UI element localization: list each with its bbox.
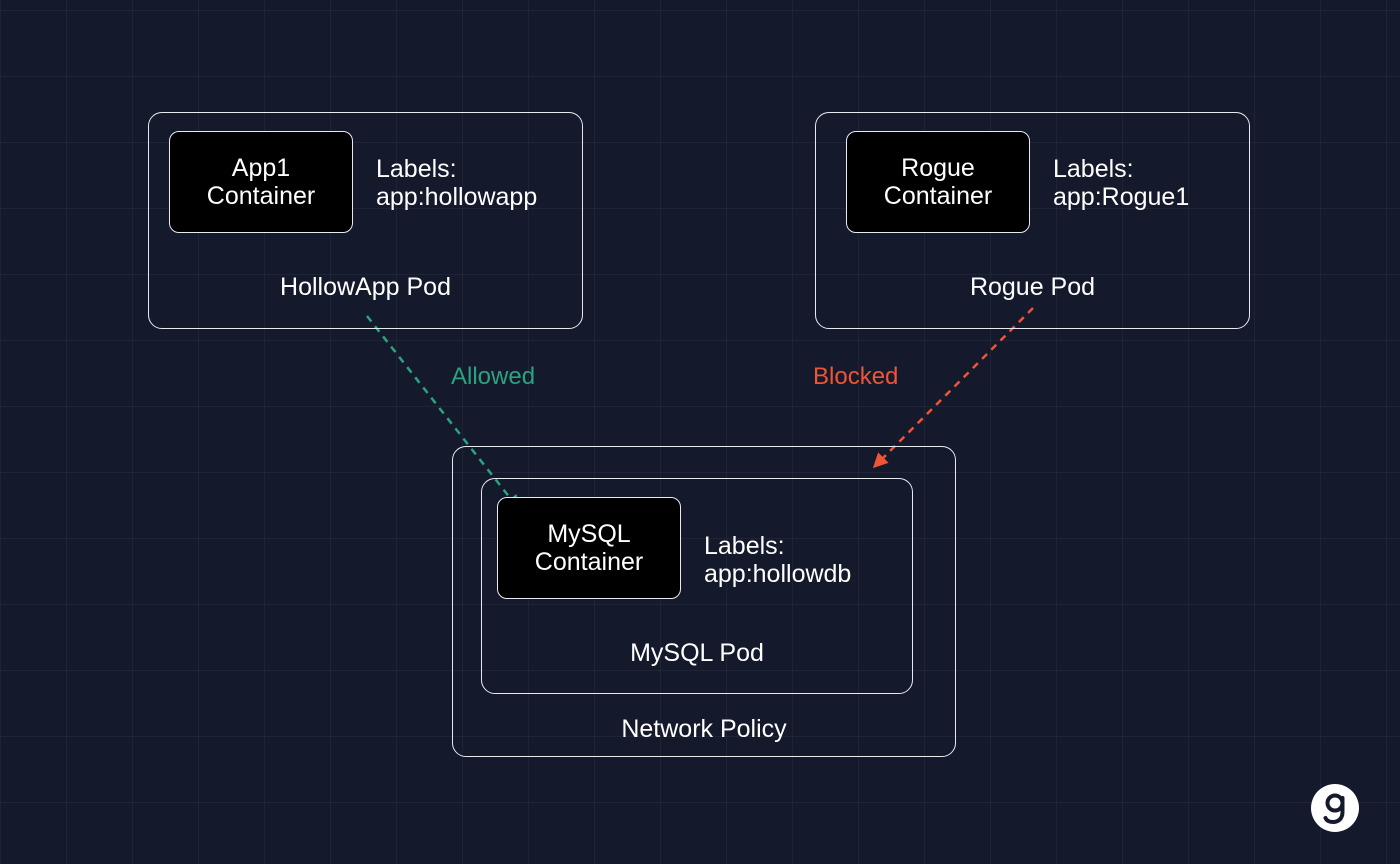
g-logo-icon (1311, 784, 1359, 832)
mysql-container: MySQL Container (497, 497, 681, 599)
mysql-container-line2: Container (534, 548, 644, 576)
g-glyph-icon (1323, 793, 1345, 825)
app1-container-line2: Container (206, 182, 316, 210)
rogue-labels: Labels: app:Rogue1 (1053, 155, 1189, 211)
mysql-container-line1: MySQL (547, 520, 631, 548)
allowed-arrow (366, 315, 520, 511)
hollowapp-pod (148, 112, 583, 329)
blocked-arrow (872, 307, 1034, 469)
blocked-label: Blocked (813, 363, 899, 390)
rogue-pod-caption: Rogue Pod (969, 273, 1096, 301)
app1-container: App1 Container (169, 131, 353, 233)
hollowapp-labels: Labels: app:hollowapp (376, 155, 537, 211)
network-policy-caption: Network Policy (621, 715, 787, 743)
rogue-labels-value: app:Rogue1 (1053, 183, 1190, 211)
rogue-container-line2: Container (883, 182, 993, 210)
mysql-labels: Labels: app:hollowdb (704, 532, 851, 588)
hollowapp-pod-caption: HollowApp Pod (280, 273, 451, 301)
hollowapp-labels-title: Labels: (376, 155, 457, 183)
rogue-container: Rogue Container (846, 131, 1030, 233)
allowed-label: Allowed (451, 363, 536, 390)
app1-container-line1: App1 (231, 154, 291, 182)
mysql-pod-caption: MySQL Pod (630, 639, 764, 667)
network-policy-box (452, 446, 956, 757)
mysql-labels-title: Labels: (704, 532, 785, 560)
rogue-container-line1: Rogue (901, 154, 975, 182)
mysql-labels-value: app:hollowdb (704, 560, 852, 588)
rogue-labels-title: Labels: (1053, 155, 1134, 183)
mysql-pod (481, 478, 913, 694)
hollowapp-labels-value: app:hollowapp (376, 183, 538, 211)
rogue-pod (815, 112, 1250, 329)
